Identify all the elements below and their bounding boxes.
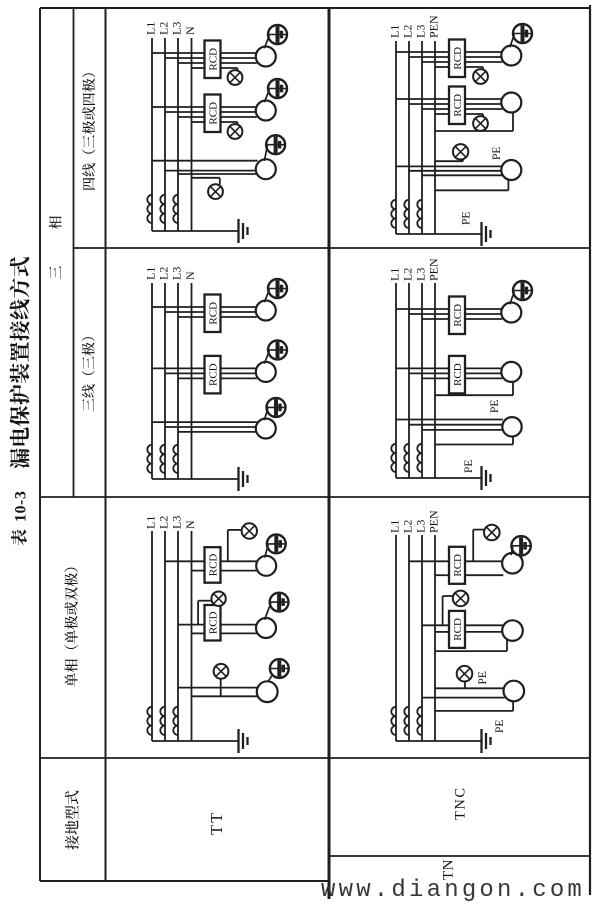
svg-text:PEN: PEN [427, 510, 441, 533]
svg-text:L1: L1 [144, 267, 158, 280]
svg-text:PE: PE [477, 671, 489, 684]
svg-text:RCD: RCD [452, 304, 464, 327]
svg-text:L3: L3 [414, 268, 428, 281]
svg-text:L2: L2 [157, 516, 171, 529]
svg-text:RCD: RCD [208, 554, 220, 577]
svg-text:RCD: RCD [452, 47, 464, 70]
svg-text:L3: L3 [414, 25, 428, 38]
svg-text:L1: L1 [144, 516, 158, 529]
svg-text:L3: L3 [170, 516, 184, 529]
svg-text:N: N [183, 271, 197, 280]
svg-text:TN: TN [441, 859, 457, 880]
svg-text:L3: L3 [170, 22, 184, 35]
svg-text:L3: L3 [414, 520, 428, 533]
svg-text:PEN: PEN [427, 15, 441, 38]
svg-text:L1: L1 [388, 25, 402, 38]
svg-text:RCD: RCD [208, 48, 220, 71]
svg-text:RCD: RCD [208, 363, 220, 386]
svg-text:PE: PE [489, 400, 501, 413]
svg-text:RCD: RCD [208, 611, 220, 634]
svg-text:RCD: RCD [452, 554, 464, 577]
svg-text:L3: L3 [170, 267, 184, 280]
svg-text:L2: L2 [157, 267, 171, 280]
svg-text:L2: L2 [401, 25, 415, 38]
svg-text:N: N [183, 520, 197, 529]
svg-text:TNC: TNC [453, 787, 469, 821]
svg-text:L1: L1 [388, 520, 402, 533]
svg-text:PE: PE [463, 460, 475, 473]
svg-text:N: N [183, 26, 197, 35]
svg-text:PE: PE [491, 147, 503, 160]
svg-text:RCD: RCD [208, 102, 220, 125]
svg-text:PE: PE [461, 212, 473, 225]
svg-text:PE: PE [494, 720, 506, 733]
svg-text:L1: L1 [144, 22, 158, 35]
svg-text:L1: L1 [388, 268, 402, 281]
svg-text:RCD: RCD [452, 94, 464, 117]
svg-text:RCD: RCD [452, 363, 464, 386]
svg-text:RCD: RCD [208, 302, 220, 325]
svg-text:10-3: 10-3 [13, 491, 30, 522]
svg-text:PEN: PEN [427, 258, 441, 281]
svg-text:TT: TT [207, 811, 226, 835]
svg-text:RCD: RCD [452, 618, 464, 641]
svg-text:L2: L2 [401, 268, 415, 281]
svg-text:L2: L2 [401, 520, 415, 533]
svg-text:L2: L2 [157, 22, 171, 35]
